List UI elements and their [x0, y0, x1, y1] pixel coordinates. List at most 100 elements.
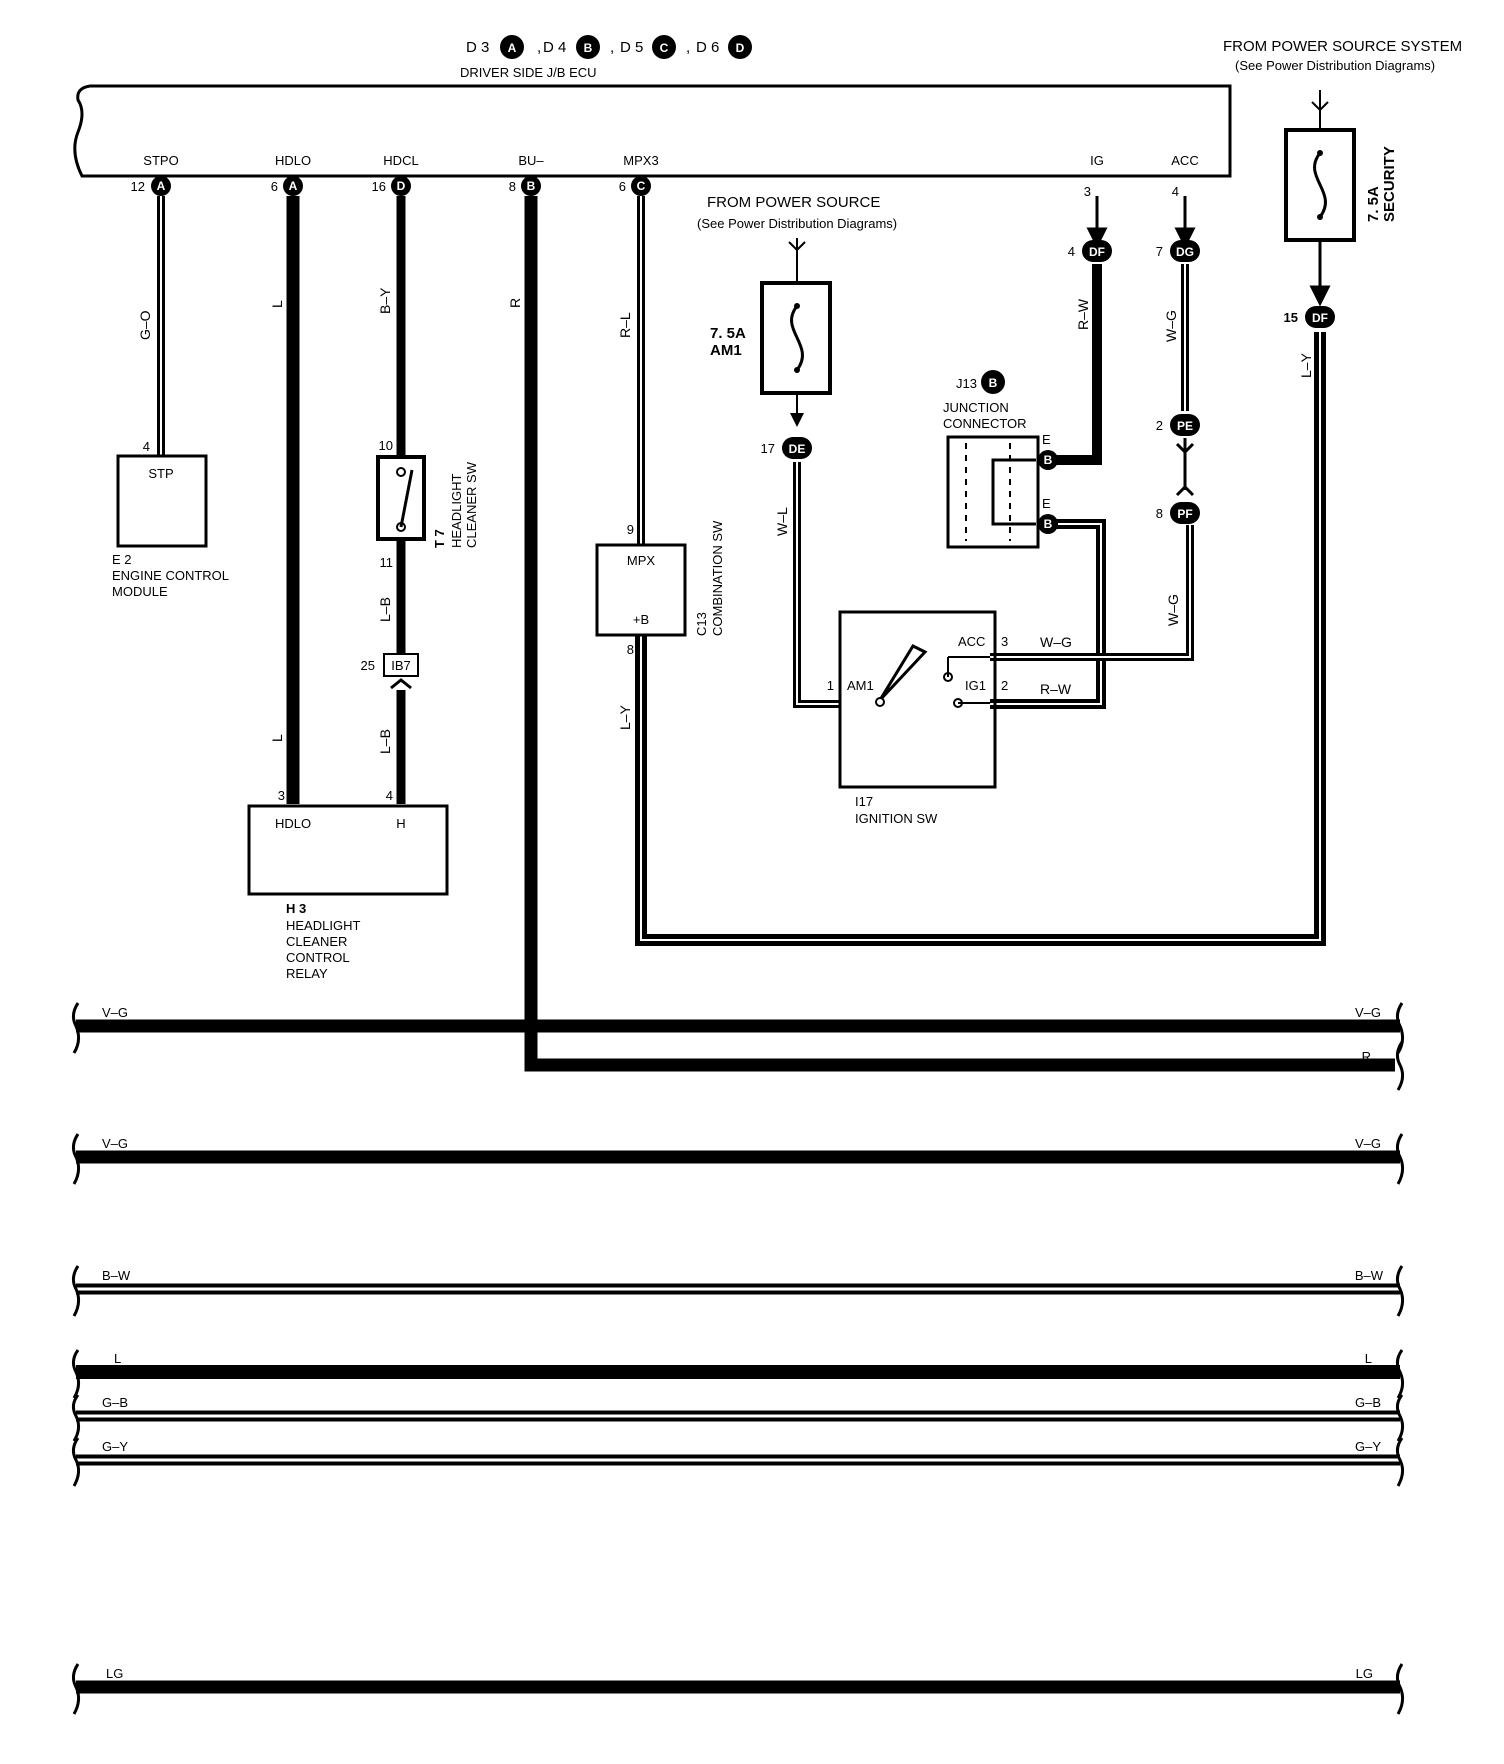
- connector-de: [782, 437, 812, 459]
- svg-text:4: 4: [143, 439, 150, 454]
- svg-text:W–L: W–L: [774, 507, 790, 536]
- t7-name-line2: CLEANER SW: [464, 461, 479, 548]
- svg-text:R–W: R–W: [1040, 681, 1072, 697]
- svg-text:15: 15: [1284, 310, 1298, 325]
- power-source-system-label: FROM POWER SOURCE SYSTEM: [1223, 38, 1462, 55]
- svg-text:E: E: [1042, 432, 1051, 447]
- ecu-terminal-acc: ACC: [1171, 153, 1198, 168]
- bus-label-left: G–B: [102, 1395, 128, 1410]
- svg-text:G–O: G–O: [137, 310, 153, 340]
- svg-text:8: 8: [627, 642, 634, 657]
- connector-badge: [391, 176, 411, 196]
- ecu-box: [73, 84, 1232, 178]
- ecu-terminal-hdcl: HDCL: [383, 153, 418, 168]
- ecu-terminal-mpx3: MPX3: [623, 153, 658, 168]
- component-j13: [946, 435, 1040, 549]
- connector-d5-code: C: [660, 41, 669, 55]
- ecu-connector-header: D 3 A , D 4 B , D 5 C , D 6 D DRIVER SID…: [460, 35, 752, 80]
- svg-text:12: 12: [131, 179, 145, 194]
- h3-name-line3: CONTROL: [286, 950, 350, 965]
- j13-name-line1: JUNCTION: [943, 400, 1009, 415]
- e2-id: E 2: [112, 552, 132, 567]
- svg-text:B: B: [1044, 453, 1053, 467]
- svg-text:7: 7: [1156, 244, 1163, 259]
- svg-text:B–Y: B–Y: [377, 287, 393, 314]
- wires: [157, 90, 1395, 1072]
- ecu-terminal-stpo: STPO: [143, 153, 178, 168]
- bus-label-right: G–Y: [1355, 1439, 1381, 1454]
- component-h3-relay: [247, 804, 449, 896]
- fuse-symbol-icon: [1313, 152, 1327, 218]
- switch-contact-icon: [399, 469, 414, 528]
- svg-text:L: L: [269, 300, 285, 308]
- svg-text:8: 8: [1156, 506, 1163, 521]
- bus-label-right: V–G: [1355, 1136, 1381, 1151]
- ecu-name: DRIVER SIDE J/B ECU: [460, 65, 597, 80]
- j13-id: J13: [956, 376, 977, 391]
- svg-text:L–Y: L–Y: [617, 704, 633, 730]
- fuse-security-name: SECURITY: [1381, 146, 1398, 222]
- svg-text:C: C: [637, 179, 646, 193]
- svg-text:4: 4: [1068, 244, 1075, 259]
- component-c13: [595, 543, 687, 637]
- svg-text:R–W: R–W: [1075, 298, 1091, 330]
- power-source-note: (See Power Distribution Diagrams): [697, 216, 897, 231]
- svg-text:DE: DE: [789, 442, 806, 456]
- svg-text:L–Y: L–Y: [1298, 352, 1314, 378]
- h3-name-line2: CLEANER: [286, 934, 347, 949]
- svg-text:W–G: W–G: [1165, 594, 1181, 626]
- connector-d6-code: D: [736, 41, 745, 55]
- svg-text:L: L: [269, 734, 285, 742]
- svg-text:3: 3: [1001, 634, 1008, 649]
- h3-terminal-h: H: [396, 816, 405, 831]
- connector-d4-code: B: [584, 41, 593, 55]
- connector-pe: [1170, 414, 1200, 436]
- svg-text:L–B: L–B: [377, 729, 393, 754]
- bus-label-left: G–Y: [102, 1439, 128, 1454]
- svg-text:17: 17: [761, 441, 775, 456]
- connector-badge: [631, 176, 651, 196]
- svg-text:16: 16: [372, 179, 386, 194]
- component-e2: [116, 454, 208, 548]
- i17-terminal-acc: ACC: [958, 634, 985, 649]
- bus-label-right: B–W: [1355, 1268, 1384, 1283]
- svg-text:2: 2: [1001, 678, 1008, 693]
- svg-text:DF: DF: [1312, 311, 1328, 325]
- bus-label-right: G–B: [1355, 1395, 1381, 1410]
- svg-text:B: B: [1044, 517, 1053, 531]
- c13-id: C13: [694, 612, 709, 636]
- svg-text:6: 6: [619, 179, 626, 194]
- j13-code: B: [989, 376, 998, 390]
- svg-text:R: R: [507, 298, 523, 308]
- svg-text:A: A: [289, 179, 298, 193]
- ecu-terminal-ig: IG: [1090, 153, 1104, 168]
- ecu-terminal-hdlo: HDLO: [275, 153, 311, 168]
- svg-text:PF: PF: [1177, 507, 1192, 521]
- svg-text:8: 8: [509, 179, 516, 194]
- bus-lines: [71, 1002, 1405, 1715]
- svg-text:W–G: W–G: [1040, 634, 1072, 650]
- svg-text:6: 6: [271, 179, 278, 194]
- h3-terminal-hdlo: HDLO: [275, 816, 311, 831]
- connector-badge: [283, 176, 303, 196]
- svg-text:R–L: R–L: [617, 312, 633, 338]
- svg-text:4: 4: [386, 788, 393, 803]
- svg-text:A: A: [157, 179, 166, 193]
- svg-text:B: B: [527, 179, 536, 193]
- t7-id: T 7: [432, 529, 447, 548]
- svg-text:DG: DG: [1176, 245, 1194, 259]
- svg-text:3: 3: [1084, 184, 1091, 199]
- h3-name-line1: HEADLIGHT: [286, 918, 360, 933]
- connector-dg: [1170, 240, 1200, 262]
- bus-label-right: L: [1365, 1351, 1372, 1366]
- connector-badge: [151, 176, 171, 196]
- connector-d3-code: A: [508, 41, 517, 55]
- svg-text:L–B: L–B: [377, 597, 393, 622]
- bus-label-right: LG: [1356, 1666, 1373, 1681]
- power-source-system-note: (See Power Distribution Diagrams): [1235, 58, 1435, 73]
- component-i17: [838, 610, 997, 789]
- svg-text:11: 11: [380, 555, 394, 570]
- c13-terminal-b: +B: [633, 612, 649, 627]
- svg-text:25: 25: [361, 658, 375, 673]
- fuse-symbol-icon: [790, 305, 804, 371]
